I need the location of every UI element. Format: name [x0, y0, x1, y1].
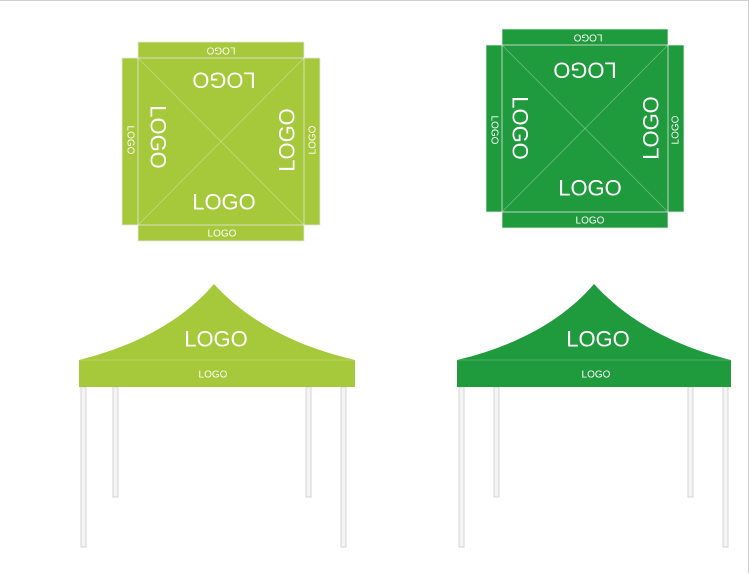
right-flap-label-light: LOGO — [308, 125, 319, 154]
top-roof-label-light: LOGO — [192, 68, 256, 93]
bottom-roof-label-light: LOGO — [192, 190, 256, 215]
left-flap-dark — [486, 45, 502, 212]
top-flap-light — [138, 42, 304, 58]
tent-valance-dark — [457, 360, 731, 387]
right-flap-dark — [668, 45, 684, 212]
bottom-flap-label-dark: LOGO — [576, 216, 605, 227]
tent-valance-label-dark: LOGO — [582, 370, 611, 381]
left-roof-label-light: LOGO — [146, 105, 171, 169]
bottom-flap-dark — [502, 212, 668, 228]
bottom-roof-label-dark: LOGO — [558, 176, 622, 201]
tent-leg-back-left-light — [112, 386, 119, 498]
tent-valance-light — [79, 360, 355, 387]
top-flap-label-dark: LOGO — [573, 32, 602, 43]
left-flap-label-dark: LOGO — [489, 116, 500, 145]
top-flap-dark — [502, 29, 668, 45]
left-flap-light — [122, 58, 138, 225]
side-view-light: LOGO LOGO — [79, 284, 355, 548]
tent-leg-front-right-dark — [722, 386, 729, 548]
tent-roof-dark — [457, 284, 731, 360]
top-view-dark: LOGO LOGO LOGO LOGO LOGO LOGO LOGO LOGO — [485, 28, 685, 229]
side-view-dark: LOGO LOGO — [457, 284, 731, 548]
tent-leg-back-right-dark — [687, 386, 694, 498]
right-flap-light — [304, 58, 320, 225]
bottom-flap-label-light: LOGO — [208, 229, 237, 240]
tent-roof-light — [79, 284, 355, 360]
tent-leg-back-right-light — [305, 386, 312, 498]
right-roof-label-light: LOGO — [275, 108, 300, 172]
left-flap-label-light: LOGO — [125, 126, 136, 155]
right-roof-label-dark: LOGO — [639, 96, 664, 160]
tent-roof-label-light: LOGO — [184, 327, 248, 352]
roof-square-dark — [502, 45, 668, 212]
roof-square-light — [138, 58, 304, 225]
left-roof-label-dark: LOGO — [508, 96, 533, 160]
top-flap-label-light: LOGO — [206, 45, 235, 56]
top-roof-label-dark: LOGO — [553, 58, 617, 83]
bottom-flap-light — [138, 225, 304, 241]
right-flap-label-dark: LOGO — [671, 115, 682, 144]
tent-leg-back-left-dark — [493, 386, 500, 498]
tent-leg-front-left-light — [80, 386, 87, 548]
tent-leg-front-right-light — [340, 386, 347, 548]
tent-valance-label-light: LOGO — [199, 370, 228, 381]
tent-leg-front-left-dark — [458, 386, 465, 548]
tent-roof-label-dark: LOGO — [566, 327, 630, 352]
top-view-light: LOGO LOGO LOGO LOGO LOGO LOGO LOGO LOGO — [121, 41, 321, 242]
